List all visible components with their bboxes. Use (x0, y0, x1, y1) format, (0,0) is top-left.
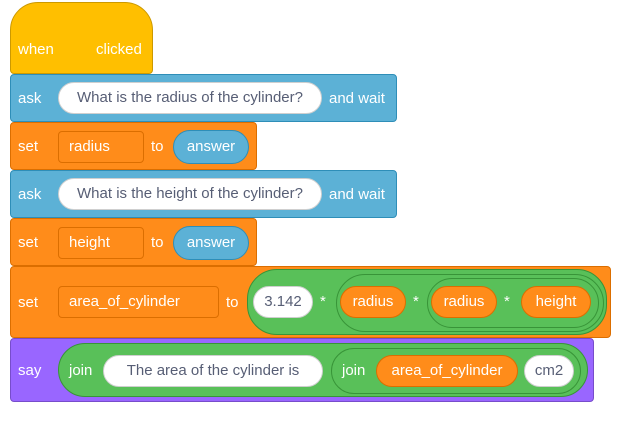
when-flag-clicked-block[interactable]: when clicked (10, 2, 153, 74)
multiply-operator-innermost[interactable]: radius * height (427, 278, 599, 328)
join-label: join (342, 362, 366, 379)
question-input[interactable]: What is the height of the cylinder? (58, 178, 322, 210)
join-operator[interactable]: join The area of the cylinder is join ar… (58, 343, 588, 397)
radius-reporter[interactable]: radius (340, 286, 406, 318)
clicked-label: clicked (96, 41, 142, 58)
area-of-cylinder-reporter[interactable]: area_of_cylinder (376, 355, 518, 387)
set-label: set (18, 294, 39, 311)
variable-dropdown[interactable]: radius (58, 131, 144, 163)
and-wait-label: and wait (329, 186, 385, 203)
ask-radius-block[interactable]: ask What is the radius of the cylinder? … (10, 74, 397, 122)
multiply-operator-inner[interactable]: radius * radius * height (336, 274, 604, 332)
multiply-sign: * (320, 293, 326, 310)
ask-label: ask (18, 186, 42, 203)
join-operator-inner[interactable]: join area_of_cylinder cm2 (331, 348, 581, 394)
set-label: set (18, 138, 39, 155)
join-label: join (69, 362, 93, 379)
number-input[interactable]: 3.142 (253, 286, 313, 318)
height-reporter[interactable]: height (521, 286, 591, 318)
multiply-operator[interactable]: 3.142 * radius * radius * height (247, 269, 607, 335)
text-input[interactable]: The area of the cylinder is (103, 355, 323, 387)
set-area-block[interactable]: set area_of_cylinder to 3.142 * radius *… (10, 266, 611, 338)
to-label: to (151, 234, 164, 251)
set-radius-block[interactable]: set radius to answer (10, 122, 257, 170)
multiply-sign: * (504, 293, 510, 310)
question-input[interactable]: What is the radius of the cylinder? (58, 82, 322, 114)
when-label: when (18, 41, 54, 58)
answer-reporter[interactable]: answer (173, 130, 249, 164)
set-height-block[interactable]: set height to answer (10, 218, 257, 266)
radius-reporter[interactable]: radius (431, 286, 497, 318)
ask-height-block[interactable]: ask What is the height of the cylinder? … (10, 170, 397, 218)
variable-dropdown[interactable]: area_of_cylinder (58, 286, 219, 318)
multiply-sign: * (413, 293, 419, 310)
to-label: to (151, 138, 164, 155)
variable-dropdown[interactable]: height (58, 227, 144, 259)
answer-reporter[interactable]: answer (173, 226, 249, 260)
to-label: to (226, 294, 239, 311)
set-label: set (18, 234, 39, 251)
say-block[interactable]: say join The area of the cylinder is joi… (10, 338, 594, 402)
say-label: say (18, 362, 42, 379)
and-wait-label: and wait (329, 90, 385, 107)
ask-label: ask (18, 90, 42, 107)
unit-input[interactable]: cm2 (524, 355, 574, 387)
